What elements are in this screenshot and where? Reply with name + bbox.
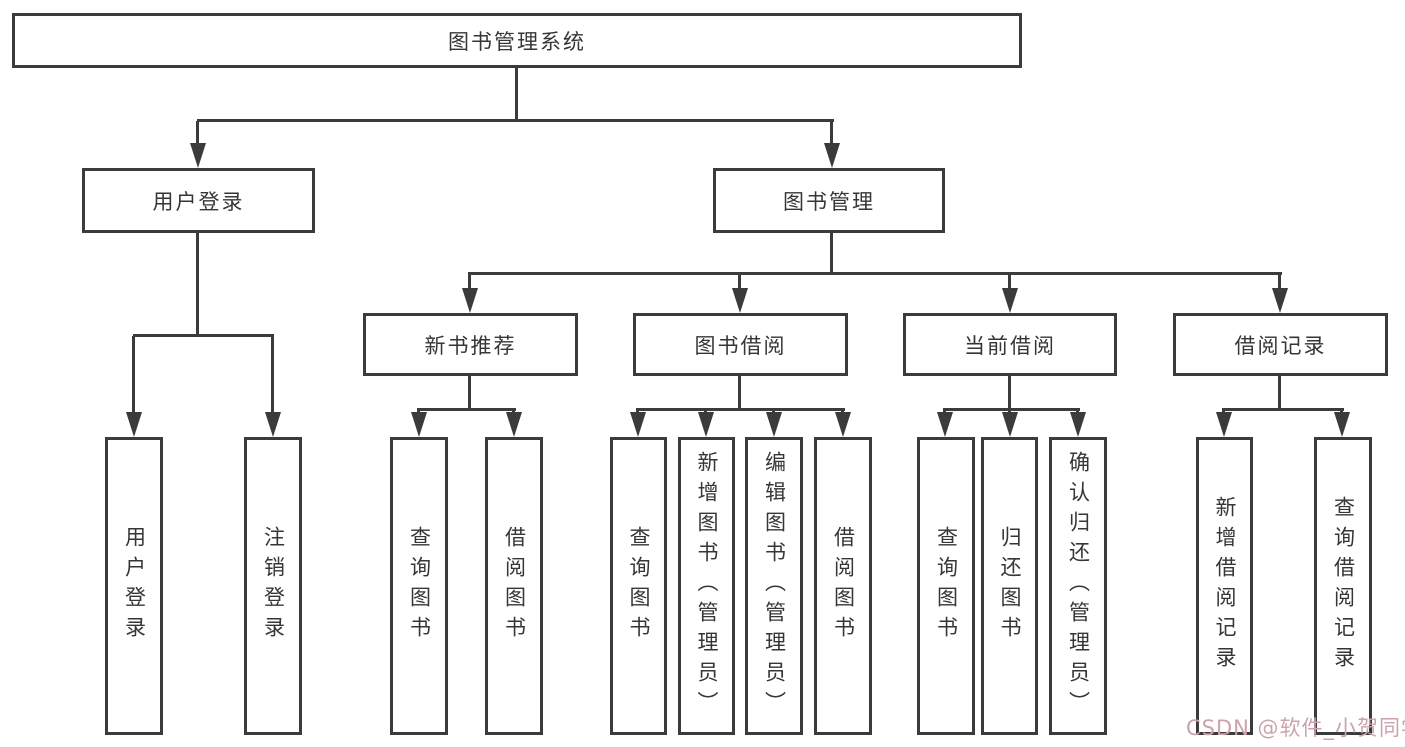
leaf-record-add-label: 新增借阅记录 (1213, 496, 1238, 676)
arrowhead-down-icon (1272, 288, 1288, 313)
leaf-confirm-return-admin: 确认归还（管理员） (1049, 437, 1107, 735)
arrowhead-down-icon (1216, 412, 1232, 437)
csdn-watermark: CSDN @软件_小贺同学 (1186, 716, 1405, 740)
leaf-record-query: 查询借阅记录 (1314, 437, 1372, 735)
node-book-borrow-label: 图书借阅 (694, 333, 787, 358)
leaf-borrow-edit-admin: 编辑图书（管理员） (745, 437, 803, 735)
node-borrow-record: 借阅记录 (1173, 313, 1388, 376)
connector-drop-level3 (1008, 274, 1011, 290)
leaf-newbook-query: 查询图书 (390, 437, 448, 735)
connector-drop-book-mgmt (830, 121, 833, 146)
node-new-book-recommend: 新书推荐 (363, 313, 578, 376)
arrowhead-down-icon (462, 288, 478, 313)
arrowhead-down-icon (1070, 412, 1086, 437)
leaf-record-query-label: 查询借阅记录 (1331, 496, 1356, 676)
arrowhead-down-icon (411, 412, 427, 437)
connector-newbook-stem (468, 376, 471, 410)
leaf-borrow-book-label: 借阅图书 (831, 526, 856, 646)
arrowhead-down-icon (1002, 288, 1018, 313)
connector-bookmgmt-hbar (468, 272, 1282, 275)
connector-drop-level3 (468, 274, 471, 290)
node-current-borrow-label: 当前借阅 (964, 333, 1056, 358)
connector-userlogin-stem (196, 233, 199, 335)
root-node-label: 图书管理系统 (448, 29, 586, 54)
leaf-record-add: 新增借阅记录 (1196, 437, 1253, 735)
arrowhead-down-icon (937, 412, 953, 437)
connector-bookmgmt-stem (830, 232, 833, 274)
node-user-login: 用户登录 (82, 168, 315, 233)
arrowhead-down-icon (1002, 412, 1018, 437)
connector-userlogin-hbar (133, 334, 274, 337)
arrowhead-down-icon (824, 143, 840, 168)
leaf-newbook-query-label: 查询图书 (407, 526, 432, 646)
leaf-current-query: 查询图书 (917, 437, 975, 735)
leaf-return-book-label: 归还图书 (998, 526, 1023, 646)
connector-bookborrow-stem (738, 376, 741, 410)
connector-root-stem (515, 68, 518, 120)
leaf-user-login-label: 用户登录 (122, 526, 147, 646)
connector-borrowrecord-hbar (1222, 408, 1344, 411)
leaf-return-book: 归还图书 (981, 437, 1038, 735)
arrowhead-down-icon (265, 412, 281, 437)
leaf-borrow-add-admin: 新增图书（管理员） (678, 437, 735, 735)
arrowhead-down-icon (190, 143, 206, 168)
connector-newbook-hbar (417, 408, 516, 411)
node-book-management: 图书管理 (713, 168, 945, 233)
arrowhead-down-icon (1334, 412, 1350, 437)
arrowhead-down-icon (506, 412, 522, 437)
leaf-logout: 注销登录 (244, 437, 302, 735)
leaf-confirm-return-admin-label: 确认归还（管理员） (1066, 451, 1091, 721)
arrowhead-down-icon (126, 412, 142, 437)
leaf-user-login: 用户登录 (105, 437, 163, 735)
connector-drop-user-login (196, 121, 199, 146)
leaf-borrow-add-admin-label: 新增图书（管理员） (695, 451, 720, 721)
connector-currentborrow-stem (1008, 376, 1011, 410)
node-book-borrow: 图书借阅 (633, 313, 848, 376)
leaf-newbook-borrow: 借阅图书 (485, 437, 543, 735)
connector-drop-leaf (132, 336, 135, 415)
leaf-borrow-book: 借阅图书 (814, 437, 872, 735)
leaf-borrow-query-label: 查询图书 (627, 526, 652, 646)
connector-currentborrow-hbar (943, 408, 1080, 411)
connector-borrowrecord-stem (1278, 376, 1281, 410)
connector-root-hbar (197, 119, 834, 122)
root-node-library-system: 图书管理系统 (12, 13, 1022, 68)
node-borrow-record-label: 借阅记录 (1234, 333, 1327, 358)
leaf-newbook-borrow-label: 借阅图书 (502, 526, 527, 646)
arrowhead-down-icon (698, 412, 714, 437)
connector-bookborrow-hbar (636, 408, 845, 411)
connector-drop-leaf (271, 336, 274, 415)
node-current-borrow: 当前借阅 (903, 313, 1117, 376)
node-user-login-label: 用户登录 (152, 189, 245, 214)
connector-drop-level3 (1278, 274, 1281, 290)
arrowhead-down-icon (630, 412, 646, 437)
leaf-logout-label: 注销登录 (261, 526, 286, 646)
leaf-borrow-edit-admin-label: 编辑图书（管理员） (762, 451, 787, 721)
leaf-borrow-query: 查询图书 (610, 437, 667, 735)
arrowhead-down-icon (732, 288, 748, 313)
leaf-current-query-label: 查询图书 (934, 526, 959, 646)
node-book-management-label: 图书管理 (783, 189, 875, 214)
arrowhead-down-icon (835, 412, 851, 437)
arrowhead-down-icon (766, 412, 782, 437)
connector-drop-level3 (738, 274, 741, 290)
node-new-book-recommend-label: 新书推荐 (424, 333, 517, 358)
